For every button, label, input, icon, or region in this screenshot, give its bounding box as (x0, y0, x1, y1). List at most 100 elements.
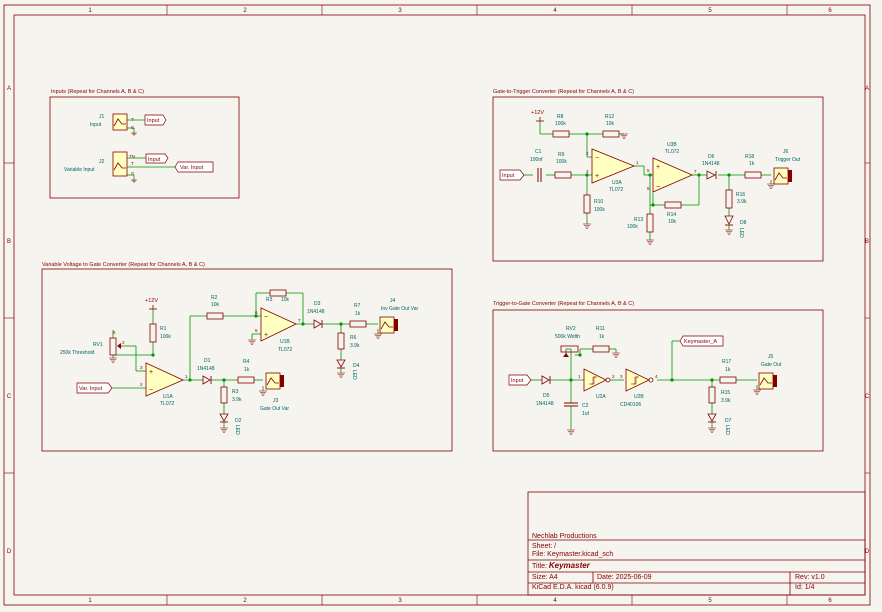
svg-text:+: + (595, 173, 599, 180)
svg-text:2: 2 (612, 374, 615, 379)
svg-text:3.9k: 3.9k (232, 397, 242, 403)
svg-text:500k Width: 500k Width (555, 334, 580, 340)
svg-text:Gate Out: Gate Out (761, 362, 782, 368)
svg-text:3.9k: 3.9k (350, 343, 360, 349)
col-label: 5 (708, 598, 712, 604)
svg-text:R18: R18 (745, 154, 754, 160)
svg-text:3: 3 (140, 365, 143, 370)
svg-text:U3B: U3B (667, 142, 677, 148)
tb-title-value: Keymaster (548, 561, 590, 570)
schmitt-inverter-u2a (583, 368, 607, 392)
svg-text:TL072: TL072 (160, 401, 174, 407)
svg-text:6: 6 (255, 310, 258, 315)
svg-text:1: 1 (578, 374, 581, 379)
col-label: 4 (553, 8, 557, 14)
led-d2 (219, 413, 229, 423)
col-label: 5 (708, 8, 712, 14)
resistor-r6 (337, 332, 345, 350)
svg-text:R2: R2 (211, 295, 218, 301)
row-label: D (865, 549, 870, 555)
resistor-r16 (725, 189, 733, 209)
resistor-r3 (220, 386, 228, 404)
resistor-r1 (149, 323, 157, 343)
svg-text:Input: Input (502, 173, 515, 179)
svg-text:LED: LED (724, 425, 730, 435)
svg-text:3.9k: 3.9k (737, 199, 747, 205)
block-title: Gate-to-Trigger Converter (Repeat for Ch… (493, 89, 634, 95)
svg-text:U2A: U2A (596, 394, 606, 400)
tb-date: Date: 2025-06-09 (597, 574, 652, 581)
svg-text:10k: 10k (606, 121, 615, 127)
svg-text:R15: R15 (721, 390, 730, 396)
svg-text:3: 3 (620, 374, 623, 379)
j2-pin-t: T (131, 161, 134, 166)
row-label: B (865, 239, 869, 245)
tb-id: Id: 1/4 (795, 584, 815, 591)
opamp-u1b (260, 307, 297, 342)
svg-text:D2: D2 (235, 418, 242, 424)
j2-pin-s: S (131, 171, 134, 176)
svg-text:D8: D8 (740, 220, 747, 226)
vv-gate-block: Variable Voltage to Gate Converter (Repe… (41, 262, 453, 452)
svg-text:+: + (656, 164, 660, 171)
svg-text:J6: J6 (783, 149, 789, 155)
svg-text:100k: 100k (160, 334, 171, 340)
schmitt-inverter-u2b (625, 368, 650, 392)
svg-text:R10: R10 (594, 199, 603, 205)
svg-text:+: + (149, 369, 153, 376)
trigger-gate-block: Trigger-to-Gate Converter (Repeat for Ch… (492, 301, 824, 452)
frame-labels: 1 2 3 4 5 6 1 2 3 4 5 6 A B C D A B C D (7, 8, 870, 604)
svg-text:U3A: U3A (612, 180, 622, 186)
resistor-r3-feedback (269, 289, 287, 297)
svg-text:LED: LED (234, 425, 240, 435)
svg-text:1k: 1k (599, 334, 605, 340)
svg-text:2: 2 (586, 151, 589, 156)
net-label-input-j2: Input (145, 153, 169, 164)
tb-title: Title: Keymaster (532, 561, 590, 570)
tb-file: File: Keymaster.kicad_sch (532, 551, 614, 558)
svg-text:x: x (113, 330, 116, 336)
svg-text:10k: 10k (211, 302, 220, 308)
svg-text:1k: 1k (355, 311, 361, 317)
diode-d6 (706, 170, 717, 180)
led-d4 (336, 359, 346, 369)
svg-text:1N4148: 1N4148 (197, 366, 215, 372)
svg-text:R16: R16 (736, 192, 745, 198)
svg-text:−: − (149, 387, 153, 394)
col-label: 1 (88, 598, 92, 604)
svg-text:Input: Input (511, 378, 524, 384)
gate-trigger-block: Gate-to-Trigger Converter (Repeat for Ch… (492, 89, 824, 262)
svg-text:J5: J5 (768, 354, 774, 360)
resistor-r11 (592, 345, 610, 353)
svg-text:R3: R3 (266, 297, 273, 303)
svg-text:R7: R7 (354, 303, 361, 309)
capacitor-c1 (537, 168, 542, 182)
row-label: C (865, 394, 870, 400)
row-label: C (7, 394, 12, 400)
frame-ticks (4, 5, 870, 605)
svg-text:Keymaster_A: Keymaster_A (684, 339, 717, 345)
row-label: B (7, 239, 11, 245)
opamp-u3b (652, 157, 694, 193)
svg-text:2: 2 (140, 382, 143, 387)
svg-text:U1B: U1B (280, 339, 290, 345)
j1-pin-t: T (131, 117, 134, 122)
potentiometer-rv1 (109, 337, 117, 356)
svg-text:1k: 1k (749, 161, 755, 167)
svg-text:R3: R3 (232, 389, 239, 395)
svg-text:3: 3 (586, 169, 589, 174)
resistor-r9 (554, 171, 572, 179)
jack-j2 (112, 151, 128, 177)
col-label: 1 (88, 8, 92, 14)
sheet-frame (3, 4, 871, 606)
led-d8 (724, 215, 734, 226)
svg-text:R14: R14 (667, 212, 676, 218)
svg-text:100nf: 100nf (530, 157, 543, 163)
svg-text:100k: 100k (627, 224, 638, 230)
svg-text:1: 1 (636, 160, 639, 165)
svg-text:J4: J4 (390, 298, 396, 304)
svg-text:CD40106: CD40106 (620, 402, 641, 408)
svg-text:R4: R4 (243, 359, 250, 365)
svg-text:7: 7 (298, 318, 301, 323)
svg-text:1uf: 1uf (582, 411, 590, 417)
